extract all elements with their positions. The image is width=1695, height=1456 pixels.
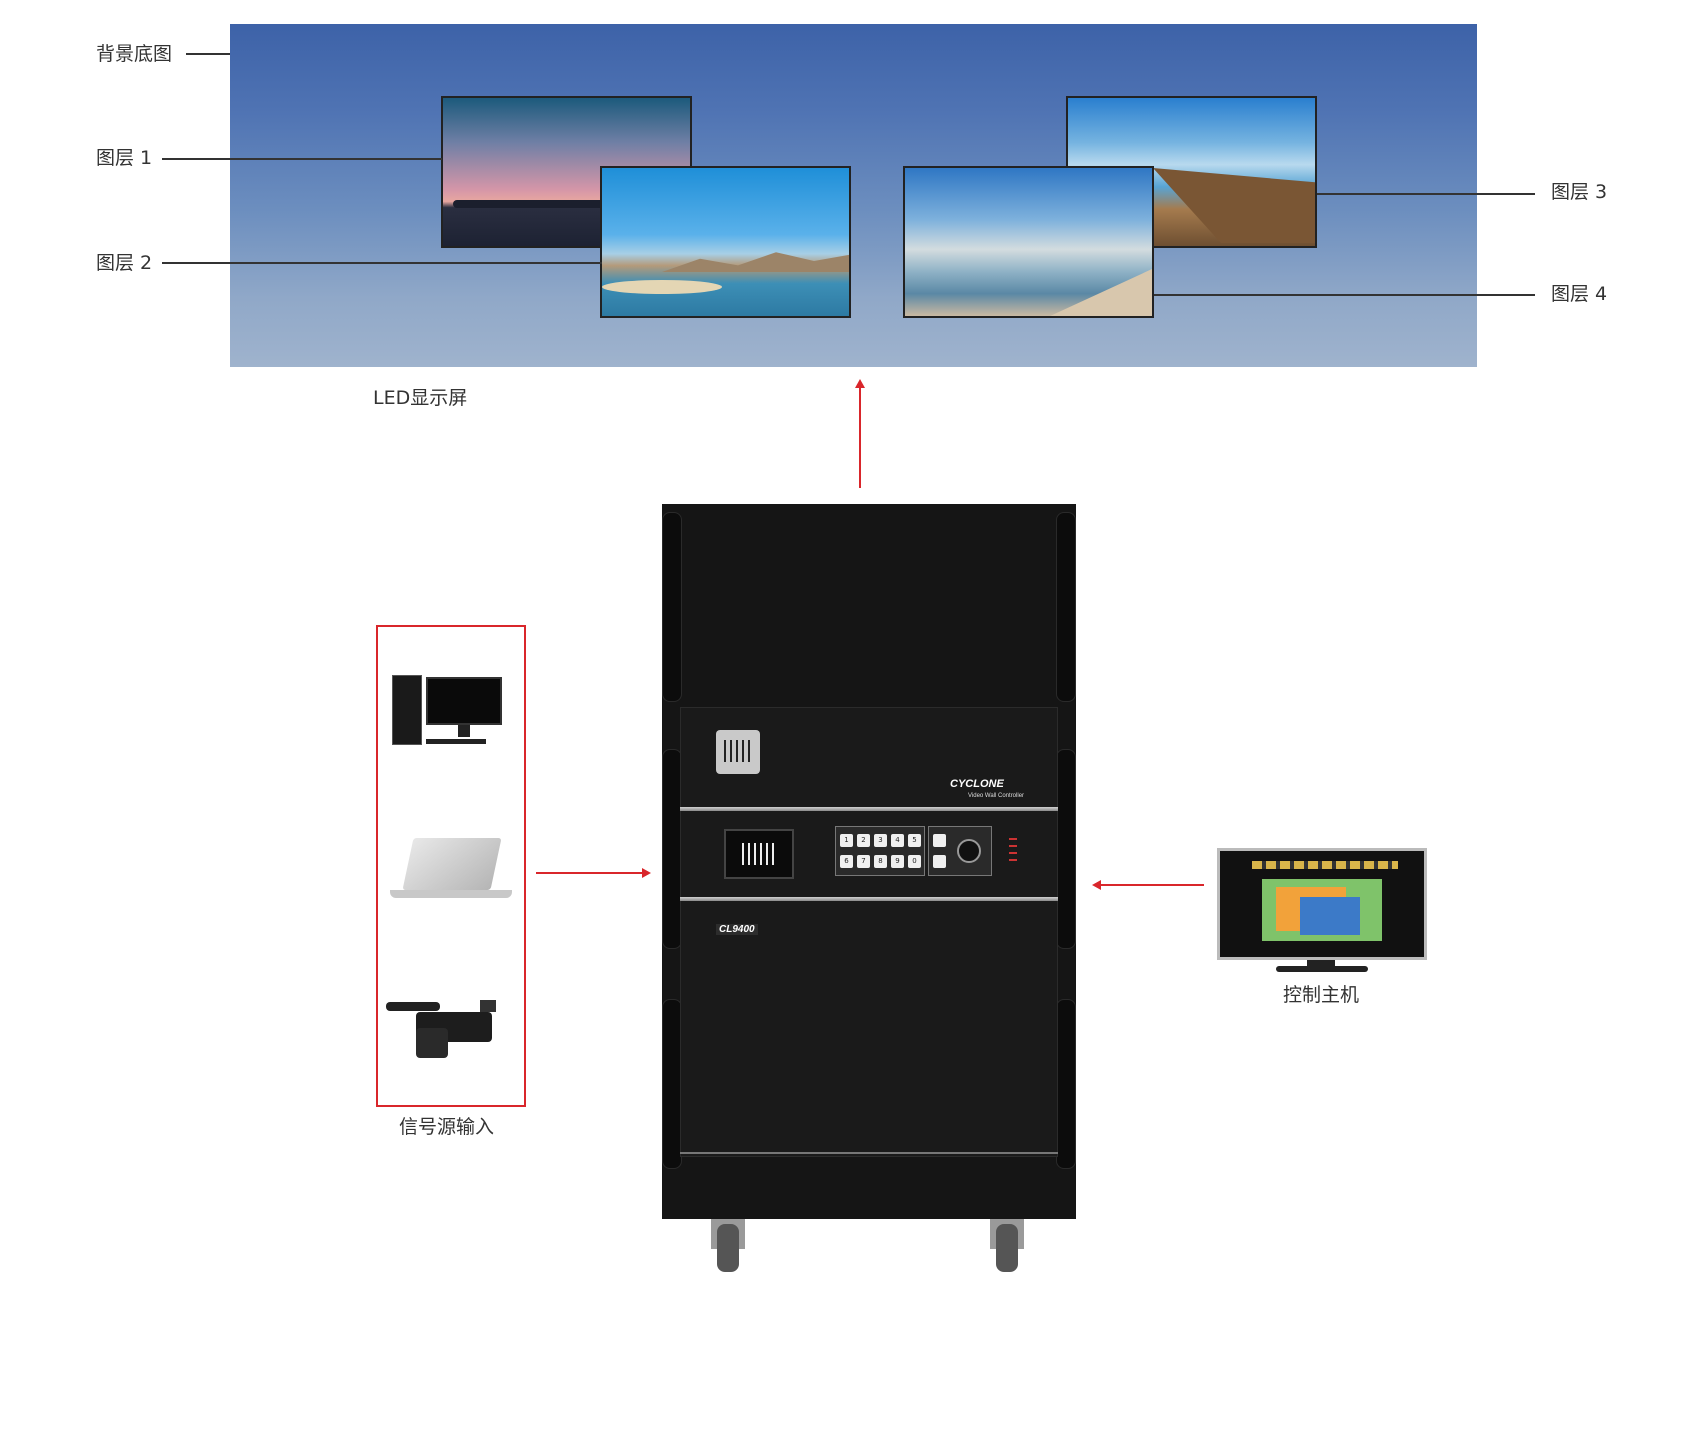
software-canvas: [1262, 879, 1382, 941]
keypad-key[interactable]: 2: [857, 834, 870, 847]
brand-subtitle: Video Wall Controller: [968, 793, 1025, 799]
control-host-label: 控制主机: [1283, 984, 1360, 1006]
keypad-key[interactable]: 7: [857, 855, 870, 868]
ok-key[interactable]: [933, 834, 946, 847]
signal-input-label: 信号源输入: [399, 1116, 495, 1138]
cabinet-rail: [1056, 749, 1076, 949]
keypad-key[interactable]: 5: [908, 834, 921, 847]
background-label: 背景底图: [96, 43, 173, 65]
thumbnail-strip: [1252, 861, 1398, 869]
input-arrow-line: [536, 872, 644, 874]
layer-4-leader-line: [1154, 294, 1535, 296]
layer-2-leader-line: [162, 262, 602, 264]
layer-3-leader-line: [1317, 193, 1535, 195]
island-silhouette: [453, 200, 613, 208]
keypad-key[interactable]: 8: [874, 855, 887, 868]
signal-source-box: [376, 625, 526, 1107]
panel-trim-top: [680, 807, 1058, 811]
cabinet-rail: [662, 999, 682, 1169]
output-arrow-head: [855, 379, 865, 388]
layer-4-image: [903, 166, 1154, 318]
keypad-key[interactable]: 1: [840, 834, 853, 847]
function-keypad: 1 2 3 4 5 6 7 8 9 0: [835, 826, 925, 876]
laptop-icon: [390, 838, 512, 904]
brand-name: CYCLONE: [950, 778, 1004, 790]
caster-wheel-right: [996, 1224, 1018, 1272]
caster-wheel-left: [717, 1224, 739, 1272]
boat-shape: [1153, 168, 1315, 243]
rotary-knob[interactable]: [957, 839, 981, 863]
desktop-computer-icon: [392, 675, 510, 747]
control-host-monitor: [1217, 848, 1427, 960]
cabinet-rail: [1056, 512, 1076, 702]
status-leds: [1009, 838, 1017, 864]
model-label: CL9400: [716, 924, 758, 935]
keypad-key[interactable]: 4: [891, 834, 904, 847]
monitor-neck: [1307, 960, 1335, 967]
layer-3-label: 图层 3: [1551, 181, 1608, 203]
led-screen-label: LED显示屏: [373, 387, 468, 409]
video-wall-controller-cabinet: CYCLONE Video Wall Controller 1 2 3 4 5 …: [662, 504, 1076, 1219]
keypad-key[interactable]: 0: [908, 855, 921, 868]
keypad-key[interactable]: 6: [840, 855, 853, 868]
layer-2-image: [600, 166, 851, 318]
layer-1-leader-line: [162, 158, 442, 160]
cabinet-rail: [662, 512, 682, 702]
brand-logo-badge: [716, 730, 760, 774]
control-arrow-head: [1092, 880, 1101, 890]
menu-control-block: [928, 826, 992, 876]
cabinet-rail: [1056, 999, 1076, 1169]
panel-base-line: [680, 1152, 1058, 1154]
sand-bank: [602, 280, 722, 294]
back-key[interactable]: [933, 855, 946, 868]
layer-1-label: 图层 1: [96, 147, 153, 169]
shore-shape: [1035, 263, 1152, 316]
layer-4-label: 图层 4: [1551, 283, 1608, 305]
keypad-key[interactable]: 9: [891, 855, 904, 868]
layer-2-label: 图层 2: [96, 252, 153, 274]
panel-trim-bottom: [680, 897, 1058, 901]
video-camera-icon: [386, 994, 506, 1060]
control-arrow-line: [1100, 884, 1204, 886]
output-arrow-line: [859, 388, 861, 488]
monitor-stand: [1276, 966, 1368, 972]
keypad-key[interactable]: 3: [874, 834, 887, 847]
front-display: [724, 829, 794, 879]
mountain-shape: [662, 252, 849, 272]
input-arrow-head: [642, 868, 651, 878]
cabinet-rail: [662, 749, 682, 949]
